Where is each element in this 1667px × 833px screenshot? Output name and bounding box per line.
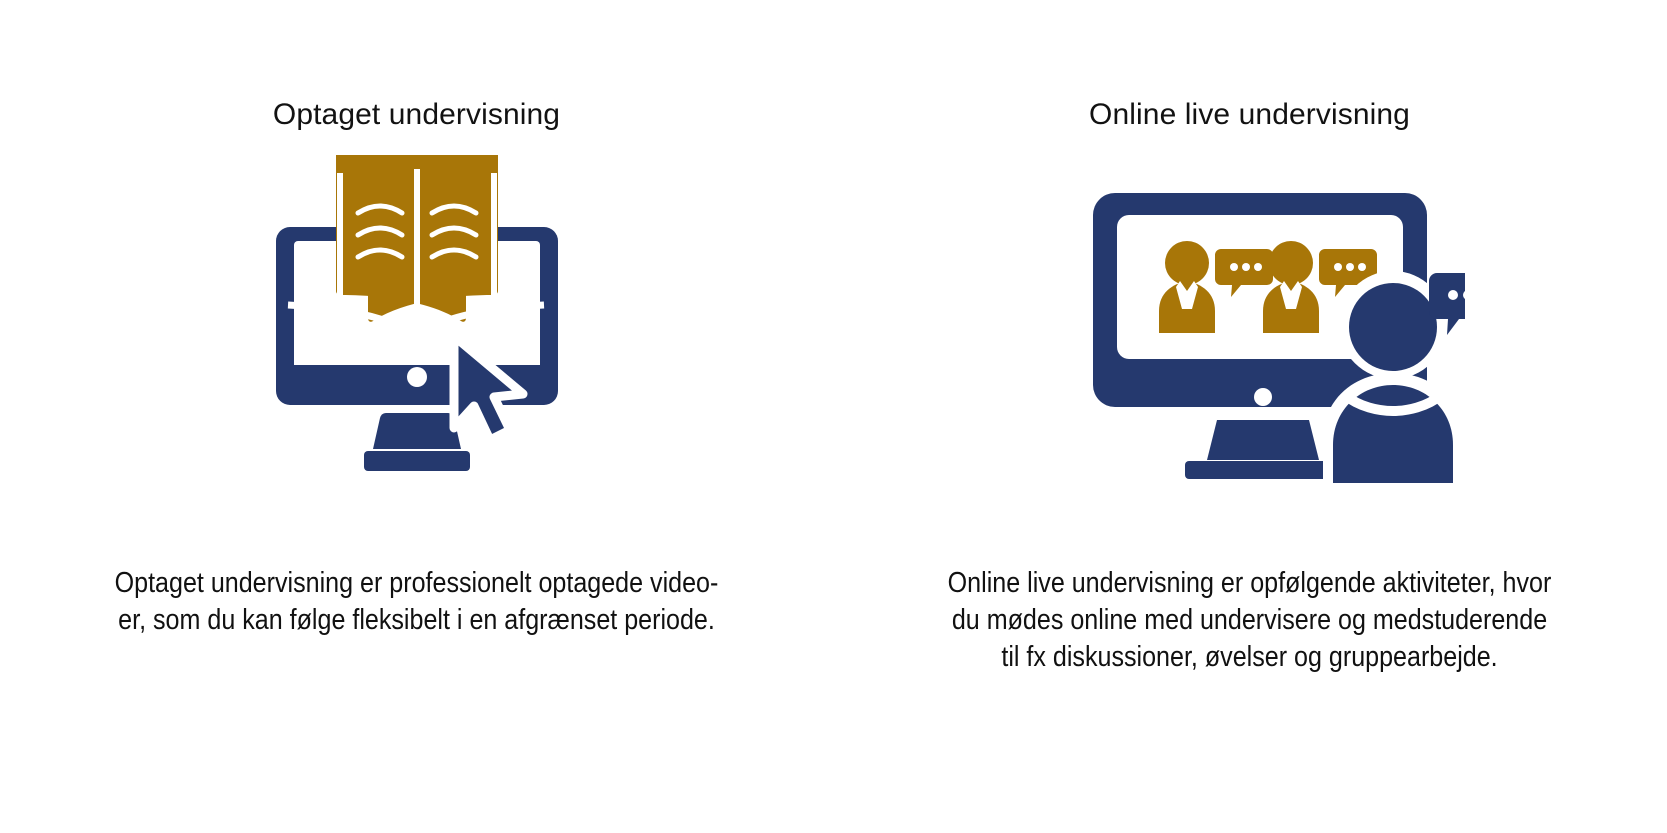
book-line-r3: [429, 247, 478, 259]
bubble-dot: [1447, 289, 1458, 300]
participant-two-tie: [1279, 280, 1302, 309]
bubble-dot: [1241, 262, 1250, 271]
book-page-right: [367, 154, 498, 322]
bubble-dot: [1345, 262, 1354, 271]
person-speech-bubble: [1428, 272, 1465, 335]
monitor-stand-base: [1184, 460, 1341, 479]
cursor-arrow-shape: [449, 331, 527, 444]
open-book: [287, 154, 544, 338]
monitor-stand-neck: [1206, 419, 1319, 460]
icon-wrap-right: [1035, 155, 1465, 485]
description-right-line-1: Online live undervisning er opfølgende a…: [947, 567, 1552, 599]
icon-wrap-left: [262, 154, 572, 485]
book-spine-gutter: [413, 168, 420, 333]
book-line-l1: [355, 203, 404, 215]
description-right: Online live undervisning er opfølgende a…: [883, 565, 1616, 676]
participant-two-head: [1268, 240, 1313, 285]
bubble-dot: [1253, 262, 1262, 271]
column-heading-right: Online live undervisning: [1089, 98, 1410, 131]
participant-one-speech-bubble: [1214, 248, 1273, 297]
description-right-line-2: du mødes online med undervisere og medst…: [951, 604, 1548, 636]
description-right-line-3: til fx diskussioner, øvelser og gruppear…: [1001, 641, 1498, 673]
monitor-stand-neck: [372, 412, 461, 449]
monitor-stand-base: [363, 450, 470, 471]
monitor-with-open-book-and-cursor-icon: [275, 154, 558, 471]
cursor-arrow-icon: [449, 331, 527, 444]
foreground-person: [1322, 270, 1465, 483]
monitor-power-dot: [406, 366, 427, 387]
description-left-line-2: er, som du kan følge fleksibelt i en afg…: [118, 604, 715, 636]
description-left: Optaget undervisning er professionelt op…: [50, 565, 783, 639]
column-optaget-undervisning: Optaget undervisning: [0, 0, 833, 833]
book-line-l2: [355, 225, 404, 237]
bubble-dot: [1462, 290, 1465, 299]
participant-one-head: [1164, 240, 1209, 285]
column-heading-left: Optaget undervisning: [272, 98, 561, 131]
book-line-r1: [429, 203, 478, 215]
person-collar: [1341, 390, 1444, 416]
book-line-l3: [355, 247, 404, 259]
participant-one-tie: [1175, 280, 1198, 309]
person-head: [1348, 282, 1437, 371]
column-online-live-undervisning: Online live undervisning: [833, 0, 1666, 833]
participant-one: [1158, 240, 1273, 333]
monitor-with-video-participants-and-person-icon: [1092, 192, 1465, 483]
book-line-r2: [429, 225, 478, 237]
bubble-dot: [1357, 262, 1366, 271]
description-left-line-1: Optaget undervisning er professionelt op…: [114, 567, 719, 599]
bubble-dot: [1333, 262, 1342, 271]
book-fold-curve: [287, 301, 544, 338]
monitor-power-dot: [1253, 387, 1272, 406]
bubble-dot: [1229, 262, 1238, 271]
